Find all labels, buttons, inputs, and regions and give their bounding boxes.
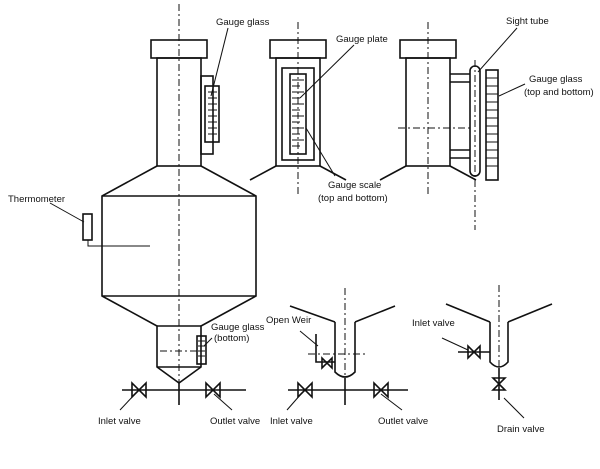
label-gauge-glass-bottom-2: (bottom) [214, 333, 249, 344]
thermometer [82, 213, 93, 241]
main-vessel [82, 4, 257, 405]
thermometer-probe [87, 240, 150, 247]
label-inlet-valve-2: Inlet valve [270, 416, 313, 427]
label-gauge-scale-1: Gauge scale [328, 180, 381, 191]
label-gauge-glass-tb-2: (top and bottom) [524, 87, 594, 98]
bottom-gauge-glass [196, 335, 207, 365]
gauge-plate-detail [249, 22, 347, 196]
outlet-valve-1 [205, 381, 221, 399]
inlet-valve-3 [467, 344, 481, 360]
labels: Gauge glass Gauge plate Sight tube Gauge… [8, 16, 594, 435]
label-thermometer: Thermometer [8, 194, 65, 205]
weir-valve [321, 356, 333, 370]
label-gauge-glass: Gauge glass [216, 17, 270, 28]
gauge-plate [281, 67, 315, 161]
leader-lines [49, 27, 526, 419]
weir-cone-tube [334, 322, 356, 378]
label-gauge-glass-tb-1: Gauge glass [529, 74, 583, 85]
label-sight-tube: Sight tube [506, 16, 549, 27]
drain-detail [445, 285, 553, 400]
label-outlet-valve-2: Outlet valve [378, 416, 428, 427]
sight-tube-detail [379, 22, 499, 230]
sight-tube-gauge-glass [485, 69, 499, 181]
open-weir-detail [288, 288, 408, 405]
label-open-weir: Open Weir [266, 315, 311, 326]
label-inlet-valve-1: Inlet valve [98, 416, 141, 427]
inlet-valve-2 [297, 381, 313, 399]
neck-gauge-glass-housing [200, 75, 214, 155]
label-gauge-glass-bottom-1: Gauge glass [211, 322, 265, 333]
label-inlet-valve-3: Inlet valve [412, 318, 455, 329]
drain-valve [491, 377, 507, 391]
label-outlet-valve-1: Outlet valve [210, 416, 260, 427]
label-drain-valve: Drain valve [497, 424, 545, 435]
label-gauge-plate: Gauge plate [336, 34, 388, 45]
outlet-valve-2 [373, 381, 389, 399]
label-gauge-scale-2: (top and bottom) [318, 193, 388, 204]
neck-gauge-glass [204, 85, 220, 143]
inlet-valve-1 [131, 381, 147, 399]
gauge-scale [289, 73, 307, 155]
